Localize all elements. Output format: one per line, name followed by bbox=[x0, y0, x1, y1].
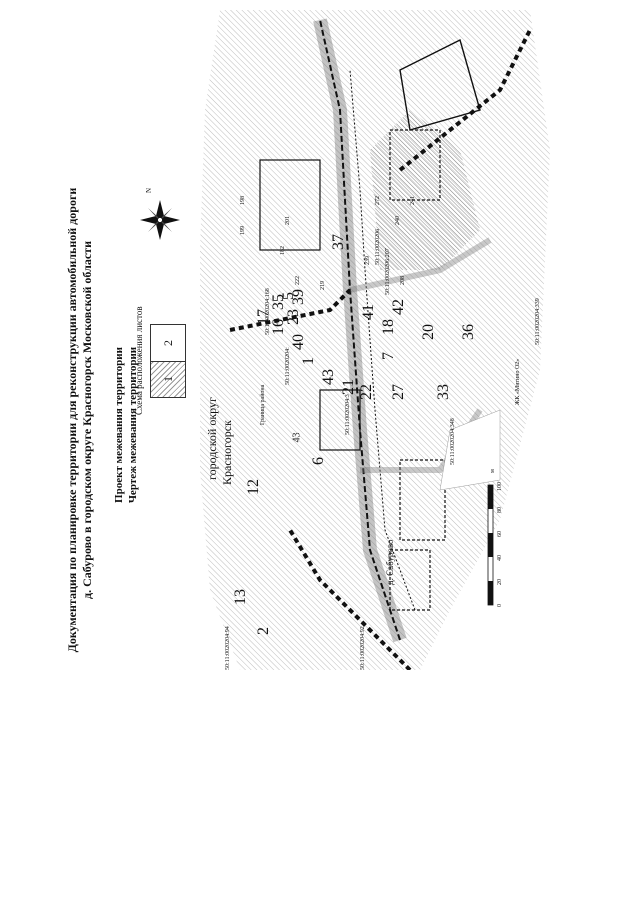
cadastral-label: 50:11:0020204:92 bbox=[360, 626, 366, 670]
parcel-number: 36 bbox=[460, 324, 477, 340]
road-edge bbox=[349, 69, 416, 611]
small-label: 201 bbox=[285, 216, 291, 225]
cadastral-label: 50:11:0020204:94 bbox=[225, 626, 231, 670]
parcel-outline bbox=[319, 389, 361, 451]
scale-tick: 0 bbox=[497, 604, 503, 607]
parcel-number: 13 bbox=[232, 589, 249, 605]
parcel-number: 33 bbox=[435, 384, 452, 400]
parcel-outline bbox=[389, 549, 431, 611]
sheet-box-1: 1 bbox=[150, 360, 186, 398]
label-city-district: городской округ bbox=[205, 397, 219, 480]
scale-tick: 20 bbox=[497, 579, 503, 585]
parcel-number: 20 bbox=[420, 324, 437, 340]
parcel-outline bbox=[399, 459, 446, 541]
parcel-number: 18 bbox=[380, 319, 397, 335]
label-saburovo: д. Сабурово bbox=[385, 539, 395, 585]
boundary-bold-2 bbox=[398, 29, 532, 172]
open-area bbox=[439, 409, 501, 491]
subtitle-line-1: Проект межевания территории bbox=[113, 347, 125, 503]
cadastral-label: 50:11:0020206:207 bbox=[385, 248, 391, 295]
sheet-2-label: 2 bbox=[161, 340, 175, 346]
scale-tick: 60 bbox=[497, 531, 503, 537]
parcel-number: 12 bbox=[245, 479, 262, 495]
boundary-bold-3 bbox=[229, 288, 352, 332]
title-line-1: Документация по планировке территории дл… bbox=[65, 187, 79, 653]
small-label: 239 bbox=[365, 256, 371, 265]
parcel-number: 6 bbox=[310, 457, 327, 465]
scale-tick: 40 bbox=[497, 555, 503, 561]
parcel-number: 41 bbox=[360, 304, 377, 320]
subtitle-line-2: Чертеж межевания территории bbox=[127, 346, 139, 504]
sheet-1-label: 1 bbox=[161, 376, 175, 382]
parcel-outline bbox=[399, 38, 481, 131]
small-label: 272 bbox=[375, 196, 381, 205]
small-label: 222 bbox=[295, 276, 301, 285]
cadastral-label: 50:11:0020204:3 bbox=[345, 394, 351, 435]
label-krasnogorsk: Красногорск bbox=[220, 420, 234, 485]
parcel-number: 42 bbox=[390, 299, 407, 315]
scale-bar bbox=[487, 484, 494, 606]
parcel-number: 23 bbox=[285, 309, 302, 325]
small-label: 219 bbox=[320, 281, 326, 290]
parcel-number: 39 bbox=[290, 289, 307, 305]
document-subtitle: Проект межевания территории Чертеж межев… bbox=[112, 175, 140, 675]
cadastral-map bbox=[200, 10, 550, 670]
cadastral-label: 50:11:0020204:339 bbox=[535, 298, 541, 345]
parcel-number: 1 bbox=[300, 357, 317, 365]
parcel-number: 43 bbox=[320, 369, 337, 385]
document-title: Документация по планировке территории дл… bbox=[65, 140, 95, 700]
parcel-number: 37 bbox=[330, 234, 347, 250]
parcel-number: 2 bbox=[255, 627, 272, 635]
small-label: 241 bbox=[410, 196, 416, 205]
scale-tick: 100 bbox=[497, 482, 503, 491]
cadastral-label: 50:11:0020204: bbox=[285, 347, 291, 385]
parcel-number: 21 bbox=[340, 379, 357, 395]
small-label: 198 bbox=[240, 196, 246, 205]
layout-scheme-label: Схема расположения листов bbox=[134, 306, 144, 415]
boundary-bold-1 bbox=[288, 528, 412, 670]
small-label: 199 bbox=[240, 226, 246, 235]
parcel-number: 22 bbox=[358, 384, 375, 400]
residential-complex-label: ЖК «Митино О2» bbox=[515, 358, 521, 405]
scale-tick: 80 bbox=[497, 507, 503, 513]
small-label: 240 bbox=[395, 216, 401, 225]
scale-unit: м bbox=[490, 469, 496, 473]
title-line-2: д. Сабурово в городском округе Красногор… bbox=[80, 241, 94, 599]
label-district-border: Граница района bbox=[260, 384, 266, 425]
small-label: 208 bbox=[400, 276, 406, 285]
cadastral-label: 50:11:0020204:348 bbox=[450, 418, 456, 465]
parcel-number: 27 bbox=[390, 384, 407, 400]
small-label: 182 bbox=[280, 246, 286, 255]
north-label: N bbox=[145, 187, 153, 193]
parcel-outline bbox=[259, 159, 321, 251]
dense-hatch-zone bbox=[370, 110, 480, 270]
parcel-number: 40 bbox=[290, 334, 307, 350]
compass-rose-icon bbox=[140, 200, 180, 240]
side-road bbox=[349, 237, 492, 293]
parcel-number: 7 bbox=[380, 352, 397, 360]
sheet-box-2: 2 bbox=[150, 324, 186, 362]
cadastral-label: 50:11:0020206 bbox=[375, 228, 381, 265]
parcel-outline bbox=[389, 129, 441, 201]
